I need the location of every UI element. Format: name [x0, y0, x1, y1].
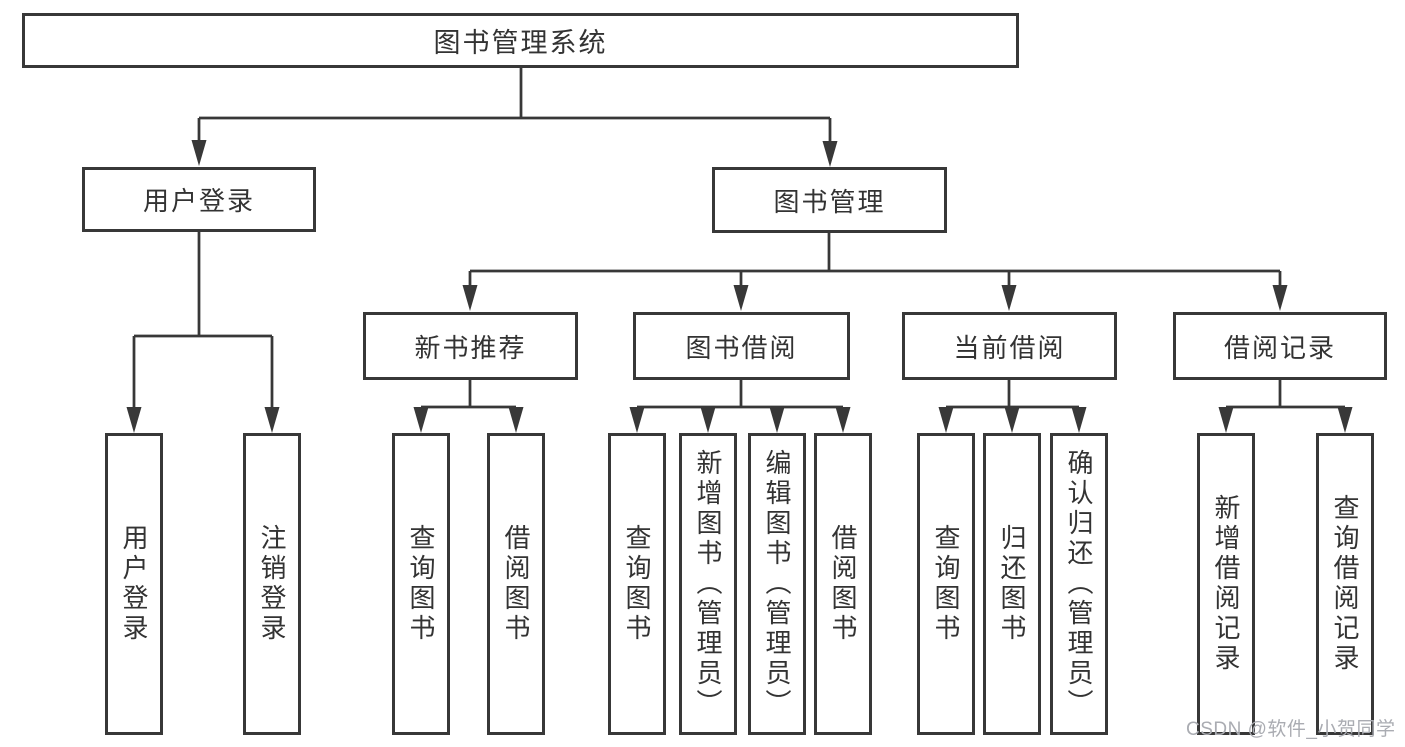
node-query-books-borrowing: 查询图书: [608, 433, 666, 735]
node-edit-books-admin: 编辑图书（管理员）: [748, 433, 806, 735]
node-add-borrow-record: 新增借阅记录: [1197, 433, 1255, 735]
node-query-books-recommend: 查询图书: [392, 433, 450, 735]
node-user-login: 用户登录: [82, 167, 316, 232]
node-return-books: 归还图书: [983, 433, 1041, 735]
node-borrowing-records: 借阅记录: [1173, 312, 1387, 380]
node-borrow-books-recommend: 借阅图书: [487, 433, 545, 735]
node-current-borrowing: 当前借阅: [902, 312, 1117, 380]
csdn-watermark: CSDN @软件_小贺同学: [1186, 719, 1396, 740]
node-confirm-return-admin: 确认归还（管理员）: [1050, 433, 1108, 735]
node-borrow-books-borrowing: 借阅图书: [814, 433, 872, 735]
node-query-books-current: 查询图书: [917, 433, 975, 735]
node-new-book-recommend: 新书推荐: [363, 312, 578, 380]
node-book-management-system: 图书管理系统: [22, 13, 1019, 68]
node-book-management: 图书管理: [712, 167, 947, 233]
node-user-login-action: 用户登录: [105, 433, 163, 735]
node-add-books-admin: 新增图书（管理员）: [679, 433, 737, 735]
node-query-borrow-record: 查询借阅记录: [1316, 433, 1374, 735]
node-logout-action: 注销登录: [243, 433, 301, 735]
arrowheads: [126, 140, 1353, 433]
node-book-borrowing: 图书借阅: [633, 312, 850, 380]
